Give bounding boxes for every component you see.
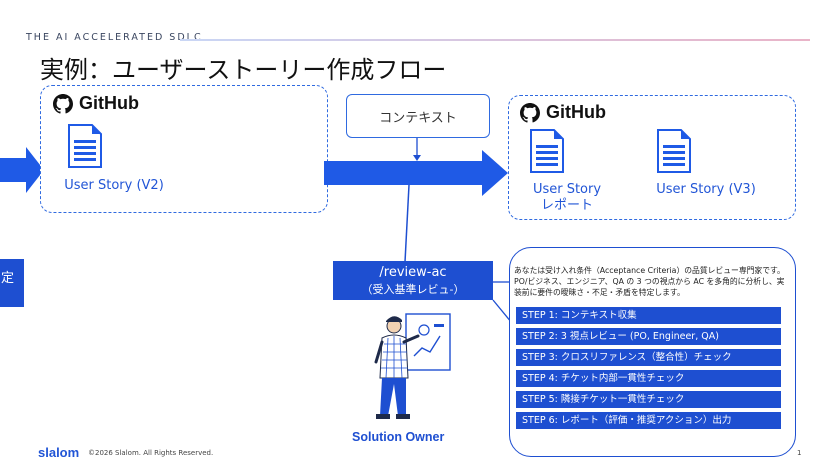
left-flow-arrow xyxy=(0,147,44,193)
github-wordmark: GitHub xyxy=(79,93,139,113)
main-flow-arrow xyxy=(324,150,508,196)
user-story-v2-label: User Story (V2) xyxy=(64,178,164,193)
page-number: 1 xyxy=(797,449,802,457)
report-label-line1: User Story xyxy=(532,182,602,197)
report-document-icon xyxy=(530,129,564,173)
github-icon xyxy=(520,102,540,123)
vertical-connector xyxy=(404,184,410,263)
github-icon xyxy=(53,93,73,114)
github-wordmark: GitHub xyxy=(546,102,606,122)
page-title: 実例：ユーザーストーリー作成フロー xyxy=(40,56,447,84)
whiteboard xyxy=(405,313,451,371)
step-2: STEP 2: 3 視点レビュー (PO, Engineer, QA) xyxy=(516,328,781,345)
context-box: コンテキスト xyxy=(346,94,490,138)
context-arrowhead xyxy=(413,155,421,161)
step-6: STEP 6: レポート（評価・推奨アクション）出力 xyxy=(516,412,781,429)
user-story-report-label: User Story レポート xyxy=(522,182,612,214)
solution-owner-illustration xyxy=(374,313,451,419)
left-github-logo: GitHub xyxy=(53,93,139,114)
command-name: /review-ac xyxy=(379,265,447,280)
step-4: STEP 4: チケット内部一貫性チェック xyxy=(516,370,781,387)
header-divider xyxy=(180,39,810,41)
v3-document-icon xyxy=(657,129,691,173)
report-label-line2: レポート xyxy=(540,198,593,213)
right-github-logo: GitHub xyxy=(520,102,606,123)
user-story-v3-label: User Story (V3) xyxy=(656,182,756,197)
solution-owner-label: Solution Owner xyxy=(352,430,445,444)
prompt-description: あなたは受け入れ条件（Acceptance Criteria）の品質レビュー専門… xyxy=(514,266,785,297)
step-5: STEP 5: 隣接チケット一貫性チェック xyxy=(516,391,781,408)
review-ac-command-box: /review-ac （受入基準レビュ-） xyxy=(333,261,493,300)
slalom-logo: slalom xyxy=(38,445,80,460)
document-icon xyxy=(68,124,102,168)
step-3: STEP 3: クロスリファレンス（整合性）チェック xyxy=(516,349,781,366)
step-1: STEP 1: コンテキスト収集 xyxy=(516,307,781,324)
left-tab: 定 xyxy=(0,259,24,307)
command-subtitle: （受入基準レビュ-） xyxy=(361,283,465,296)
copyright-text: ©2026 Slalom. All Rights Reserved. xyxy=(88,449,214,457)
header-tag: THE AI ACCELERATED SDLC xyxy=(26,32,203,43)
